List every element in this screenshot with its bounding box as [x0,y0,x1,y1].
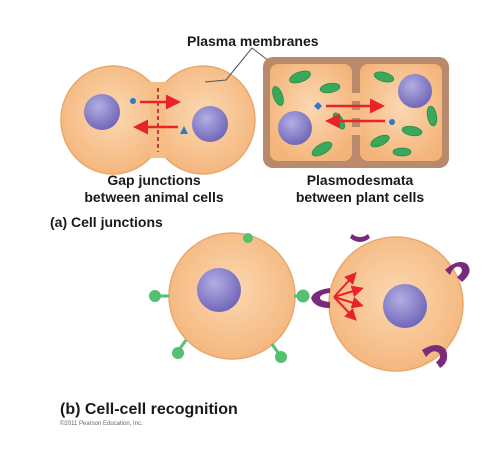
purple-receptors [311,234,470,368]
recognition-nucleus-right [383,284,427,328]
signal-arrows [333,272,364,321]
plasmodesma-channel [350,93,362,101]
cell-recognition [149,232,470,372]
plasmodesmata-caption: Plasmodesmata between plant cells [270,172,450,206]
gap-junctions-caption: Gap junctions between animal cells [64,172,244,206]
signal-molecule-dot [130,98,136,104]
part-a-label: (a) Cell junctions [50,214,163,230]
animal-nucleus-right [192,106,228,142]
gap-caption-line1: Gap junctions [107,172,201,188]
plasmo-caption-line1: Plasmodesmata [306,172,414,188]
plasmo-caption-line2: between plant cells [295,189,425,205]
plant-nucleus-right [398,74,432,108]
plasma-membranes-label: Plasma membranes [187,33,319,49]
signal-molecule-dot [389,119,395,125]
plant-nucleus-left [278,111,312,145]
plasmodesma-channel [350,127,362,135]
animal-nucleus-left [84,94,120,130]
plasmodesma-channel [350,110,362,118]
green-receptors [149,233,310,363]
copyright-notice: ©2011 Pearson Education, Inc. [60,421,143,427]
plant-cell-left [270,64,352,161]
signal-molecule-triangle [180,126,188,134]
part-b-label: (b) Cell-cell recognition [60,401,238,418]
recognition-nucleus-left [197,268,241,312]
signal-molecule-diamond [314,102,322,110]
plant-cells-plasmodesmata [263,57,449,168]
chloroplasts [272,70,438,157]
animal-cells-gap-junction [60,65,256,175]
gap-caption-line2: between animal cells [84,189,224,205]
